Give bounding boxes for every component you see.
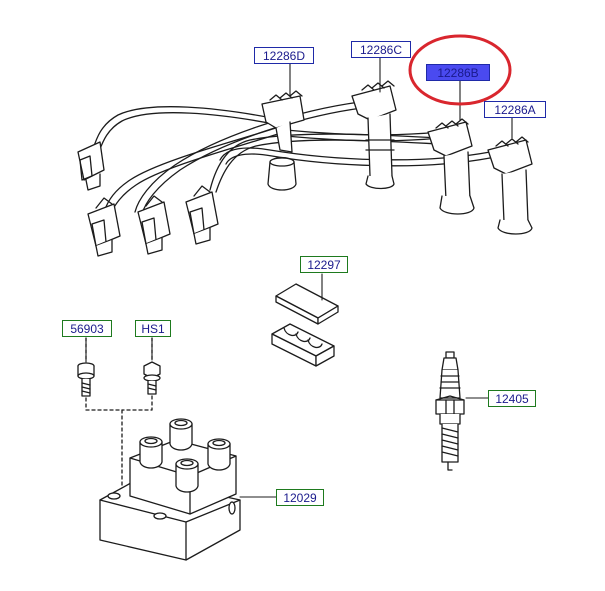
screw-hs1	[143, 361, 161, 395]
spark-plug	[435, 351, 465, 471]
coil-end-connector-4	[185, 185, 219, 245]
callout-12286b[interactable]: 12286B	[426, 64, 490, 81]
callout-12286a[interactable]: 12286A	[484, 101, 546, 118]
callout-12297[interactable]: 12297	[300, 256, 348, 273]
coil-end-connector-2	[87, 197, 121, 257]
bolt-56903	[77, 362, 95, 397]
callout-12405[interactable]: 12405	[488, 390, 536, 407]
callout-12029[interactable]: 12029	[276, 489, 324, 506]
spark-plug-boot-a	[487, 136, 533, 235]
ignition-coil-pack	[99, 418, 241, 561]
callout-hs1[interactable]: HS1	[135, 320, 171, 337]
spark-plug-boot-c	[351, 80, 397, 190]
coil-end-connector-1	[77, 141, 105, 191]
callout-56903[interactable]: 56903	[62, 320, 112, 337]
spark-plug-boot-b	[427, 118, 475, 215]
ignition-lead-set	[91, 101, 491, 215]
highlight-ring	[408, 34, 512, 106]
spark-plug-boot-d	[261, 90, 305, 191]
coil-end-connector-3	[137, 195, 171, 255]
callout-12286c[interactable]: 12286C	[351, 41, 411, 58]
callout-12286d[interactable]: 12286D	[254, 47, 314, 64]
leader-lines	[85, 55, 513, 498]
lead-retaining-clip	[271, 283, 339, 367]
